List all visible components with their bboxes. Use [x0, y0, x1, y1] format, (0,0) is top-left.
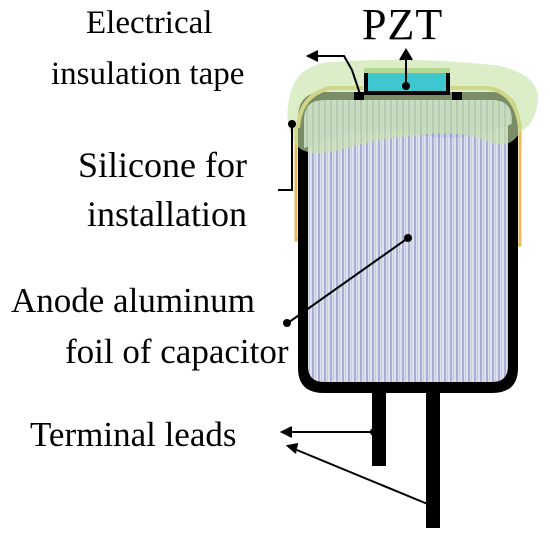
label-electrical: Electrical: [86, 5, 213, 41]
silicone-for-installation: [287, 59, 539, 154]
label-installation: installation: [87, 194, 247, 234]
label-anode-aluminum: Anode aluminum: [11, 281, 255, 320]
label-silicone-for: Silicone for: [78, 145, 247, 185]
terminal-lead-shapes: [372, 380, 440, 528]
leader-lines: [278, 48, 431, 506]
label-foil-of-capacitor: foil of capacitor: [65, 332, 289, 371]
label-terminal-leads: Terminal leads: [30, 415, 237, 454]
anchor-dots: [283, 82, 434, 509]
label-insulation-tape: insulation tape: [51, 56, 245, 92]
label-pzt: PZT: [362, 0, 444, 49]
